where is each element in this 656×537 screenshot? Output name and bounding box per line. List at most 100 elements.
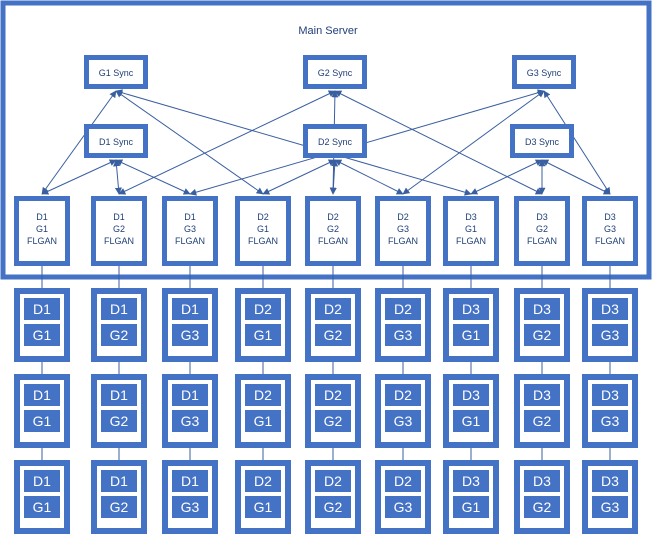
client-g-cell — [315, 496, 351, 518]
client-d-cell — [315, 298, 351, 320]
client-g-cell — [524, 324, 560, 346]
edge-g2sync-flgan-2 — [118, 90, 336, 195]
client-d-cell — [245, 384, 281, 406]
client-g-cell — [315, 410, 351, 432]
client-d-label: D3 — [533, 301, 551, 317]
flgan-g-label: G1 — [465, 224, 477, 234]
client-d-label: D3 — [601, 301, 619, 317]
client-g-cell — [24, 324, 60, 346]
client-g-label: G3 — [394, 413, 413, 429]
flgan-g-label: G1 — [257, 224, 269, 234]
flgan-node-d3g2 — [514, 196, 570, 266]
g2-sync-box-label: G2 Sync — [318, 68, 353, 78]
client-d-cell — [315, 384, 351, 406]
client-g-label: G1 — [254, 499, 273, 515]
flgan-node-d1g2 — [91, 196, 147, 266]
flgan-g-label: G3 — [184, 224, 196, 234]
client-d-label: D1 — [33, 387, 51, 403]
client-g-cell — [315, 324, 351, 346]
flgan-g-label: G2 — [536, 224, 548, 234]
client-g-label: G3 — [181, 413, 200, 429]
client-d-label: D2 — [324, 473, 342, 489]
client-d-label: D2 — [324, 301, 342, 317]
client-g-label: G1 — [462, 499, 481, 515]
d2-sync-box-label: D2 Sync — [318, 137, 353, 147]
client-g-cell — [101, 410, 137, 432]
client-d-cell — [24, 298, 60, 320]
flgan-label: FLGAN — [388, 236, 418, 246]
client-g-label: G1 — [254, 413, 273, 429]
client-d-cell — [172, 470, 208, 492]
flgan-d-label: D2 — [397, 212, 409, 222]
client-g-cell — [24, 410, 60, 432]
flgan-label: FLGAN — [104, 236, 134, 246]
client-g-label: G3 — [394, 327, 413, 343]
client-g-cell — [524, 410, 560, 432]
flgan-g-label: G1 — [36, 224, 48, 234]
client-g-label: G1 — [254, 327, 273, 343]
client-g-label: G1 — [33, 413, 52, 429]
client-d-label: D1 — [181, 387, 199, 403]
client-g-label: G2 — [533, 327, 552, 343]
client-d-cell — [524, 298, 560, 320]
flgan-label: FLGAN — [318, 236, 348, 246]
client-g-label: G2 — [533, 499, 552, 515]
flgan-node-d2g3 — [375, 196, 431, 266]
client-g-label: G2 — [110, 327, 129, 343]
flgan-d-label: D2 — [257, 212, 269, 222]
client-g-label: G1 — [462, 327, 481, 343]
g1-sync-box-label: G1 Sync — [99, 68, 134, 78]
client-g-label: G2 — [533, 413, 552, 429]
client-g-cell — [524, 496, 560, 518]
client-g-label: G1 — [33, 499, 52, 515]
flgan-g-label: G2 — [327, 224, 339, 234]
flgan-node-d1g3 — [162, 196, 218, 266]
client-g-cell — [385, 496, 421, 518]
flgan-node-d2g2 — [305, 196, 361, 266]
client-g-cell — [453, 496, 489, 518]
client-d-cell — [101, 470, 137, 492]
edge-d2sync-flgan-4 — [262, 159, 336, 195]
client-d-cell — [385, 470, 421, 492]
d3-sync-box-label: D3 Sync — [525, 137, 560, 147]
client-g-label: G2 — [110, 499, 129, 515]
flgan-g-label: G2 — [113, 224, 125, 234]
client-d-cell — [385, 298, 421, 320]
client-d-label: D1 — [181, 301, 199, 317]
client-d-label: D3 — [533, 473, 551, 489]
main-server-title: Main Server — [298, 25, 358, 37]
client-d-cell — [592, 298, 628, 320]
flgan-d-label: D3 — [604, 212, 616, 222]
client-d-cell — [172, 298, 208, 320]
flgan-g-label: G3 — [397, 224, 409, 234]
edge-g1sync-flgan-7 — [115, 89, 472, 196]
client-g-label: G2 — [324, 499, 343, 515]
g3-sync-box — [512, 55, 576, 89]
flgan-d-label: D1 — [184, 212, 196, 222]
flgan-d-label: D1 — [113, 212, 125, 222]
flgan-g-label: G3 — [604, 224, 616, 234]
client-d-label: D2 — [394, 387, 412, 403]
edge-g2sync-flgan-8 — [334, 90, 543, 195]
client-g-cell — [453, 324, 489, 346]
flgan-label: FLGAN — [248, 236, 278, 246]
client-g-label: G2 — [110, 413, 129, 429]
flgan-label: FLGAN — [527, 236, 557, 246]
client-g-cell — [385, 410, 421, 432]
client-d-label: D3 — [601, 473, 619, 489]
client-d-label: D1 — [110, 387, 128, 403]
edge-d2sync-flgan-6 — [334, 159, 404, 195]
edge-layer — [41, 89, 611, 460]
client-d-cell — [245, 298, 281, 320]
client-d-cell — [453, 384, 489, 406]
client-d-label: D1 — [110, 301, 128, 317]
flgan-node-d1g1 — [14, 196, 70, 266]
client-d-label: D3 — [462, 473, 480, 489]
client-d-label: D2 — [324, 387, 342, 403]
client-d-label: D3 — [462, 387, 480, 403]
client-g-cell — [592, 496, 628, 518]
client-g-label: G3 — [601, 499, 620, 515]
